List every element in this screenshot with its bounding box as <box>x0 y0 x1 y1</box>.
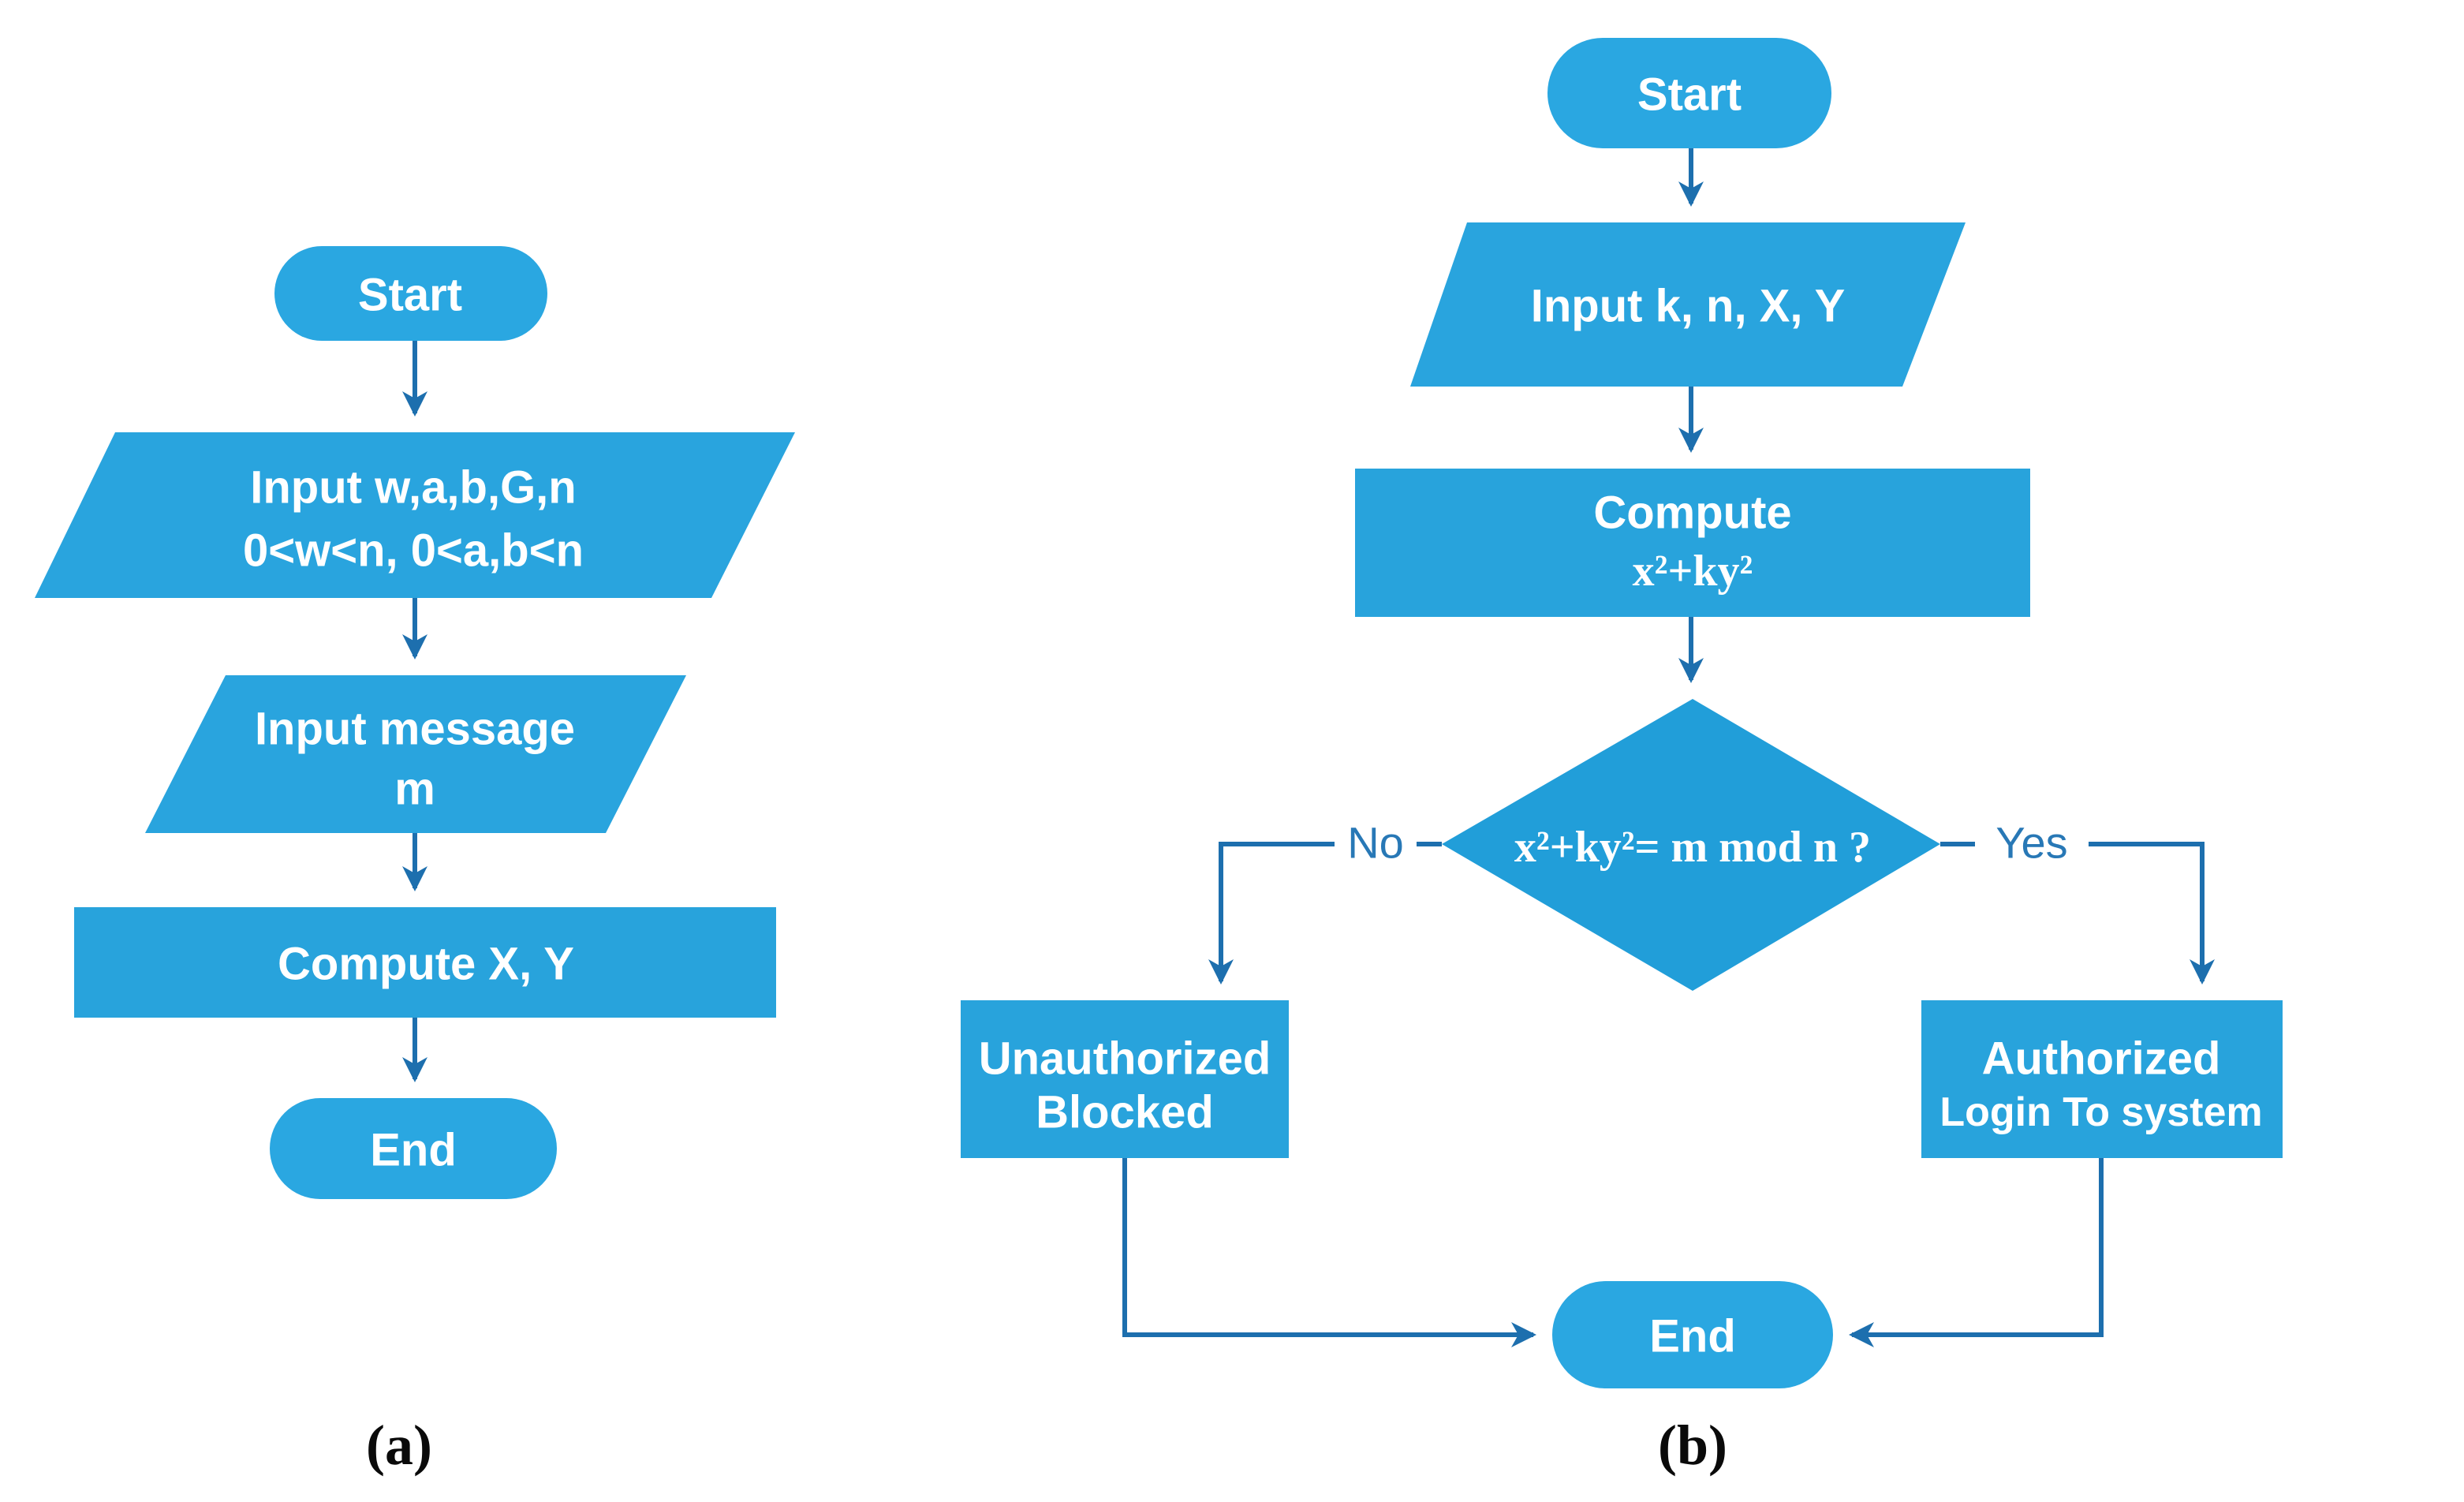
end-node-b-label: End <box>1649 1311 1736 1362</box>
accept-node-b <box>1921 1000 2283 1158</box>
reject-to-end-connector <box>1122 1158 1536 1347</box>
reject-node-b-line2: Blocked <box>1036 1087 1214 1138</box>
end-node-b <box>1552 1281 1833 1388</box>
process-node-b-line1: Compute <box>1593 488 1791 539</box>
input2-node-a <box>145 675 686 833</box>
process-node-b <box>1355 469 2030 617</box>
process-node-a <box>74 907 776 1018</box>
input2-node-a-line2: m <box>394 764 435 815</box>
process-node-b-line2: x²+ky² <box>1633 547 1753 596</box>
input-node-b-label: Input k, n, X, Y <box>1531 281 1846 332</box>
reject-node-b-line1: Unauthorized <box>979 1033 1271 1085</box>
no-branch-elbow-arrow <box>1208 842 1335 985</box>
accept-node-b-line2: Login To system <box>1939 1089 2262 1135</box>
start-node-a <box>274 246 547 341</box>
end-node-a <box>270 1098 557 1199</box>
start-node-a-label: Start <box>358 270 462 321</box>
process-node-a-label: Compute X, Y <box>278 939 574 990</box>
decision-node-b-label: x²+ky²= m mod n ? <box>1514 823 1871 872</box>
accept-node-b-line1: Authorized <box>1982 1033 2221 1085</box>
start-node-b-label: Start <box>1637 69 1742 121</box>
caption-a: (a) <box>366 1414 432 1477</box>
flowchart-a: Start Input w,a,b,G,n 0<w<n, 0<a,b<n Inp… <box>35 246 795 1477</box>
yes-branch-label: Yes <box>1995 818 2067 868</box>
accept-to-end-connector <box>1849 1158 2104 1347</box>
input1-node-a-line1: Input w,a,b,G,n <box>250 462 576 514</box>
input-node-b <box>1410 222 1966 387</box>
input1-node-a <box>35 432 795 598</box>
end-node-a-label: End <box>370 1125 457 1176</box>
yes-branch-elbow-arrow <box>2089 842 2215 985</box>
flowchart-b: Start Input k, n, X, Y Compute x²+ky² x²… <box>961 38 2283 1477</box>
no-branch-label: No <box>1347 818 1404 868</box>
start-node-b <box>1547 38 1831 148</box>
reject-node-b <box>961 1000 1289 1158</box>
input2-node-a-line1: Input message <box>255 704 575 755</box>
input1-node-a-line2: 0<w<n, 0<a,b<n <box>243 525 584 577</box>
decision-node-b <box>1442 699 1940 991</box>
caption-b: (b) <box>1658 1414 1727 1477</box>
